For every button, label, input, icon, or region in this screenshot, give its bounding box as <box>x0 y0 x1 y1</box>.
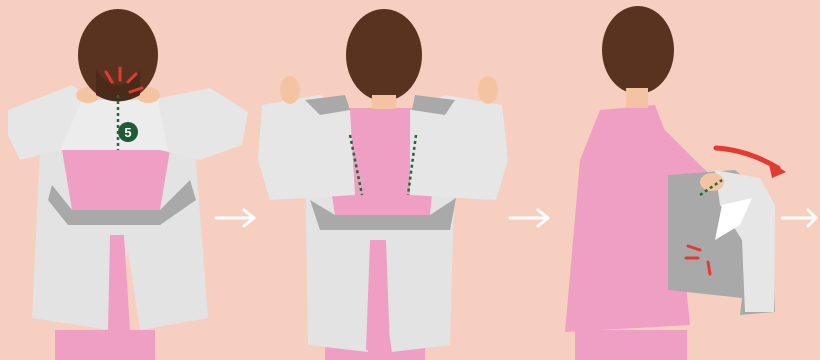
scrubs-pants <box>55 330 155 360</box>
hair <box>346 9 422 101</box>
scrubs-top <box>62 150 170 210</box>
neck <box>372 95 396 109</box>
left-hand <box>280 76 300 104</box>
right-hand <box>478 76 498 104</box>
scrubs-pants <box>575 330 687 360</box>
neck <box>626 88 648 108</box>
svg-text:5: 5 <box>124 125 131 140</box>
scrubs-slit <box>366 240 390 350</box>
step-badge: 5 <box>118 122 138 142</box>
hair <box>602 6 674 94</box>
